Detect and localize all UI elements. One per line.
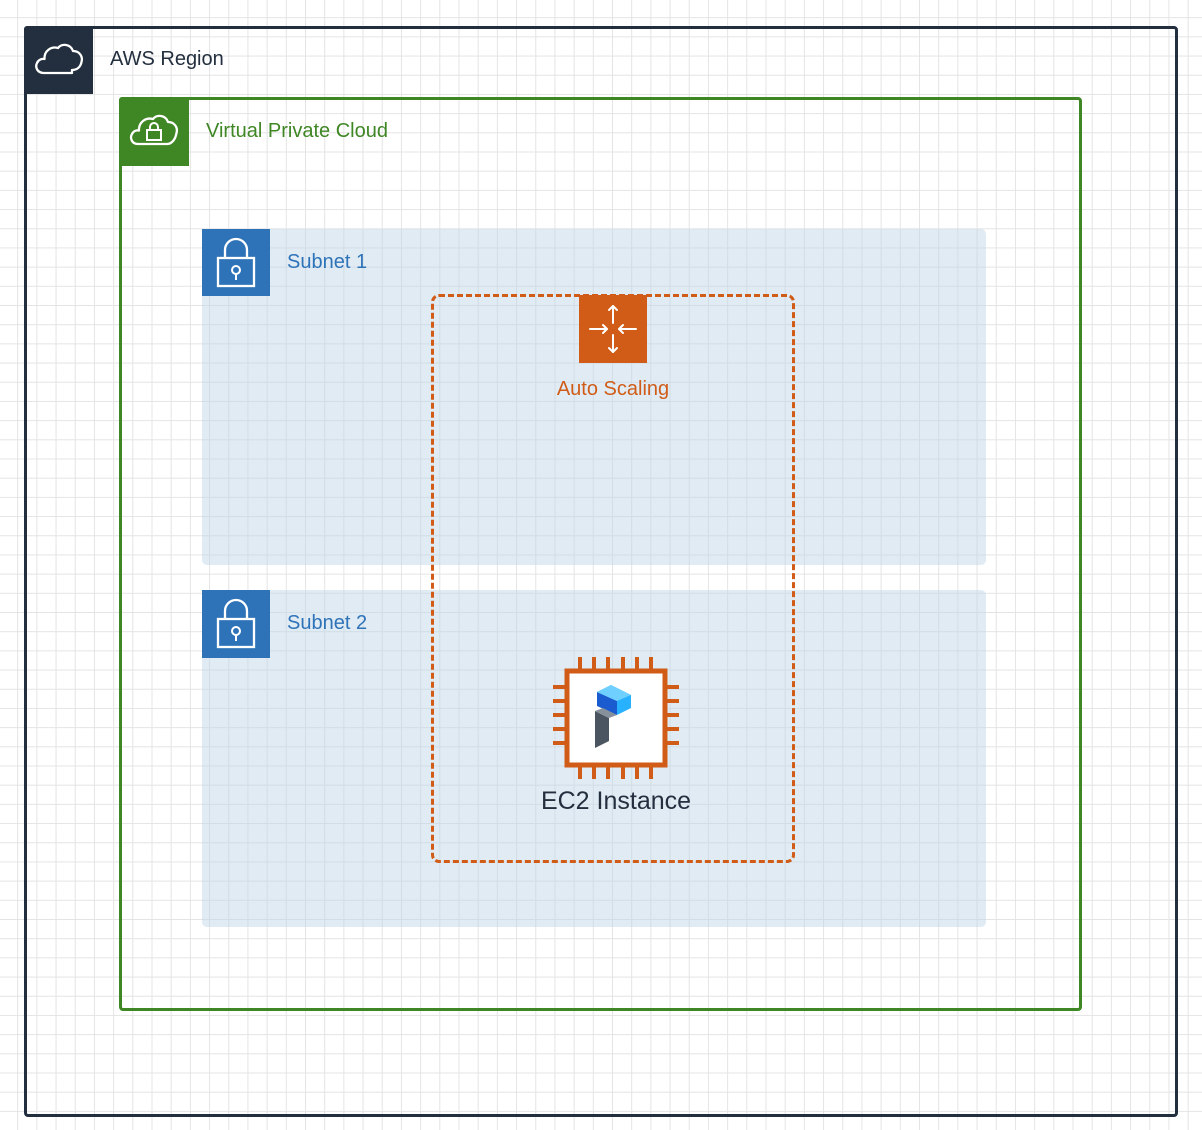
subnet-1-label: Subnet 1 [287, 251, 368, 273]
subnet-2-header-icon [202, 590, 270, 658]
padlock-icon [216, 237, 256, 287]
auto-scaling-icon-box[interactable] [579, 295, 647, 363]
subnet-1-group[interactable] [202, 229, 986, 565]
auto-scaling-label: Auto Scaling [556, 378, 670, 400]
prefect-logo-icon [595, 685, 631, 748]
vpc-label: Virtual Private Cloud [206, 120, 388, 142]
vpc-group[interactable] [119, 97, 1082, 1011]
chip-icon [553, 657, 679, 779]
cloud-lock-icon [129, 114, 179, 145]
cloud-icon [34, 43, 83, 75]
auto-scaling-arrows-icon [589, 305, 637, 353]
vpc-header-icon [119, 97, 189, 166]
subnet-1-header-icon [202, 229, 270, 296]
region-label: AWS Region [110, 48, 224, 70]
region-header-icon [24, 26, 93, 94]
padlock-icon [216, 598, 256, 649]
ec2-instance[interactable] [551, 654, 681, 782]
ec2-instance-label: EC2 Instance [540, 787, 692, 815]
aws-region-group[interactable] [24, 26, 1178, 1117]
subnet-2-label: Subnet 2 [287, 612, 368, 634]
